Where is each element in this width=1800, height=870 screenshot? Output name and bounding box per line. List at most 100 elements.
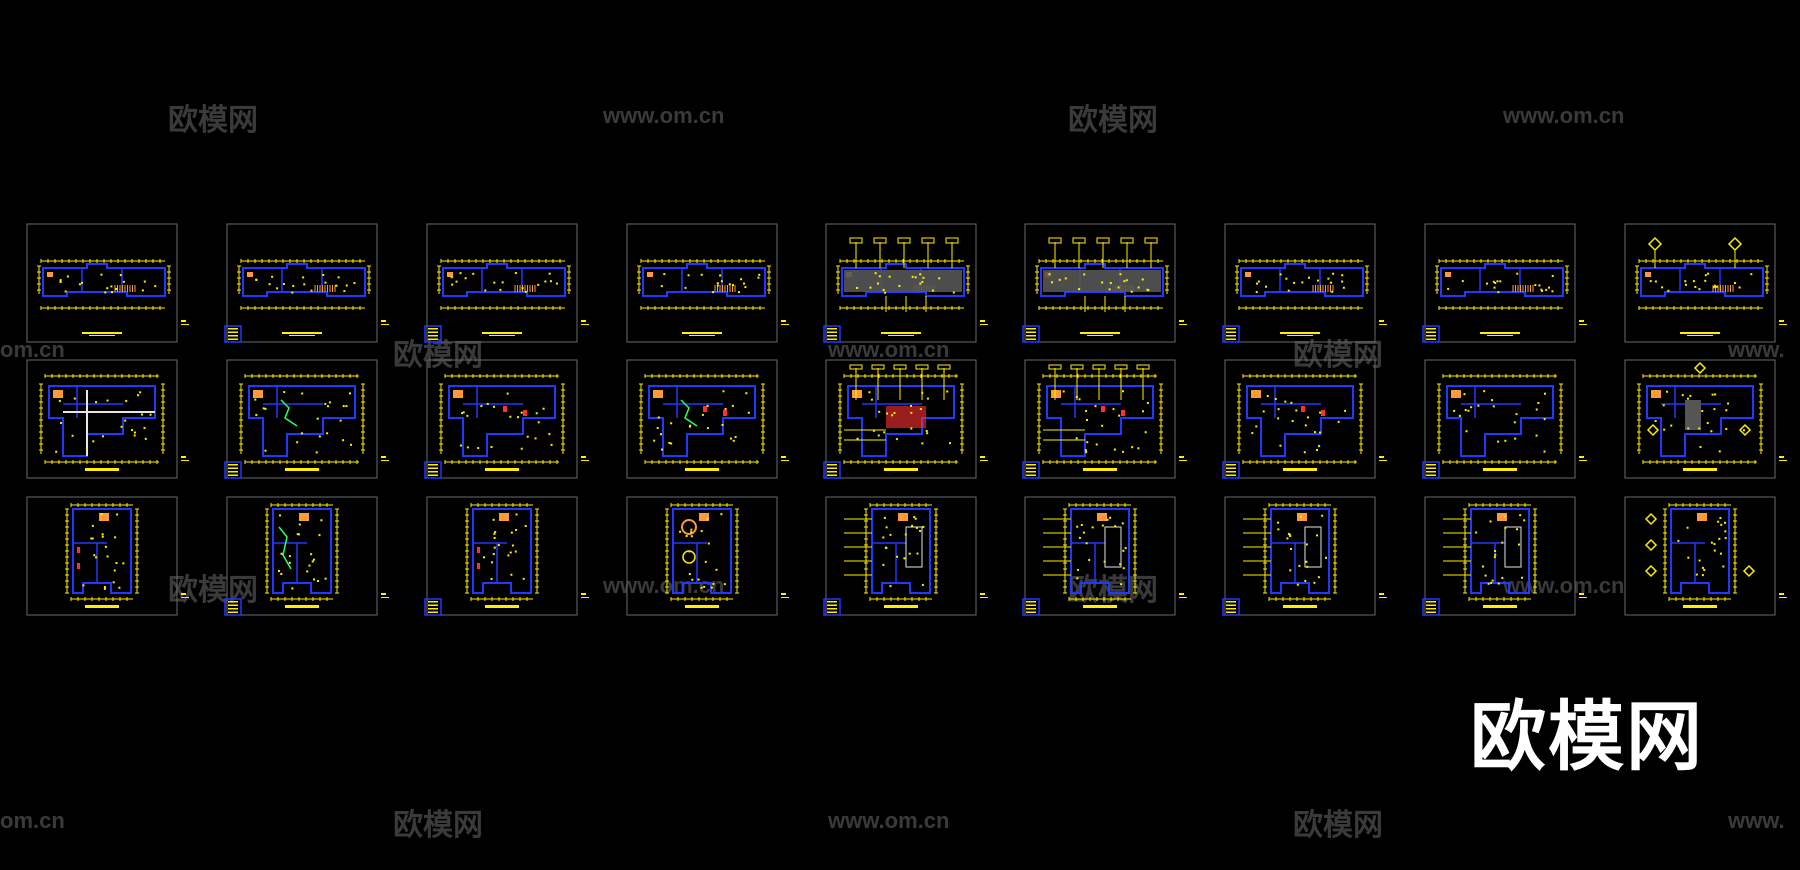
watermark-url: om.cn xyxy=(0,337,65,362)
sheet-legend xyxy=(424,598,442,616)
watermark-url: www.om.cn xyxy=(603,573,725,598)
watermark-brand: 欧模网 xyxy=(1068,103,1158,138)
wall-outline xyxy=(1670,508,1730,594)
elevation-marker xyxy=(1644,512,1658,526)
sheet-legend xyxy=(1022,461,1040,479)
elevation-marker xyxy=(1646,423,1660,437)
wall-outline xyxy=(472,508,532,594)
wall-outline xyxy=(72,508,132,594)
sheet-legend xyxy=(1022,325,1040,343)
elevation-marker xyxy=(1738,423,1752,437)
watermark-brand: 欧模网 xyxy=(1068,573,1158,608)
sheet-legend xyxy=(1422,461,1440,479)
elevation-marker xyxy=(1693,361,1707,375)
wall-outline xyxy=(642,263,766,297)
wall-outline xyxy=(672,508,732,594)
watermark-url: www.om.cn xyxy=(1503,103,1625,128)
watermark-url: www. xyxy=(1728,808,1785,833)
wall-outline xyxy=(871,508,931,594)
drawing-sheet xyxy=(1022,359,1187,479)
wall-outline xyxy=(1240,263,1364,297)
drawing-sheet xyxy=(1022,496,1187,616)
drawing-sheet xyxy=(424,496,589,616)
sheet-legend xyxy=(823,325,841,343)
wall-outline xyxy=(48,385,156,457)
wall-outline xyxy=(1640,263,1764,297)
wall-outline xyxy=(1246,385,1354,457)
wall-outline xyxy=(442,263,566,297)
wall-outline xyxy=(1046,385,1154,457)
drawing-sheet xyxy=(823,359,988,479)
watermark-url: www.om.cn xyxy=(828,808,950,833)
drawing-sheet xyxy=(823,223,988,343)
watermark-brand: 欧模网 xyxy=(168,103,258,138)
wall-outline xyxy=(1646,385,1754,457)
elevation-marker xyxy=(1644,564,1658,578)
wall-outline xyxy=(248,385,356,457)
sheet-legend xyxy=(1222,461,1240,479)
sheet-legend xyxy=(1422,598,1440,616)
wall-outline xyxy=(42,263,166,297)
drawing-sheet xyxy=(823,496,988,616)
wall-outline xyxy=(1470,508,1530,594)
watermark-url: www.om.cn xyxy=(603,103,725,128)
sheet-legend xyxy=(224,325,242,343)
watermark-brand: 欧模网 xyxy=(393,338,483,373)
drawing-sheet xyxy=(26,223,189,343)
wall-outline xyxy=(648,385,756,457)
wall-outline xyxy=(841,263,965,297)
drawing-sheet xyxy=(1422,223,1587,343)
sheet-legend xyxy=(1422,325,1440,343)
drawing-sheet xyxy=(626,496,789,616)
wall-outline xyxy=(1446,385,1554,457)
sheet-legend xyxy=(424,325,442,343)
elevation-marker xyxy=(1742,564,1756,578)
wall-outline xyxy=(242,263,366,297)
wall-outline xyxy=(1040,263,1164,297)
sheet-legend xyxy=(823,461,841,479)
watermark-url: om.cn xyxy=(0,808,65,833)
watermark-brand: 欧模网 xyxy=(393,808,483,843)
sheet-legend xyxy=(1222,598,1240,616)
drawing-sheet xyxy=(1222,359,1387,479)
wall-outline xyxy=(847,385,955,457)
drawing-sheet xyxy=(1022,223,1187,343)
drawing-sheet xyxy=(224,496,389,616)
drawing-sheet xyxy=(26,359,189,479)
drawing-sheet xyxy=(626,359,789,479)
drawing-sheet xyxy=(1422,359,1587,479)
sheet-legend xyxy=(1222,325,1240,343)
drawing-sheet xyxy=(626,223,789,343)
watermark-brand: 欧模网 xyxy=(168,573,258,608)
drawing-sheet xyxy=(1624,496,1787,616)
drawing-sheet xyxy=(1624,359,1787,479)
elevation-marker xyxy=(1647,236,1663,252)
watermark-url: www.om.cn xyxy=(828,337,950,362)
drawing-sheet xyxy=(26,496,189,616)
sheet-legend xyxy=(224,598,242,616)
drawing-sheet xyxy=(424,359,589,479)
wall-outline xyxy=(272,508,332,594)
wall-outline xyxy=(448,385,556,457)
sheet-legend xyxy=(823,598,841,616)
drawing-sheet xyxy=(1624,223,1787,343)
watermark-brand: 欧模网 xyxy=(1293,338,1383,373)
wall-outline xyxy=(1070,508,1130,594)
sheet-legend xyxy=(224,461,242,479)
sheet-legend xyxy=(1022,598,1040,616)
elevation-marker xyxy=(1644,538,1658,552)
wall-outline xyxy=(1440,263,1564,297)
drawing-sheet xyxy=(224,359,389,479)
brand-logo: 欧模网 xyxy=(1470,692,1704,781)
elevation-marker xyxy=(1727,236,1743,252)
drawing-sheet xyxy=(1222,223,1387,343)
watermark-brand: 欧模网 xyxy=(1293,808,1383,843)
wall-outline xyxy=(1270,508,1330,594)
sheet-legend xyxy=(424,461,442,479)
drawing-sheet xyxy=(224,223,389,343)
drawing-sheet xyxy=(1222,496,1387,616)
drawing-sheet xyxy=(424,223,589,343)
drawing-sheet xyxy=(1422,496,1587,616)
